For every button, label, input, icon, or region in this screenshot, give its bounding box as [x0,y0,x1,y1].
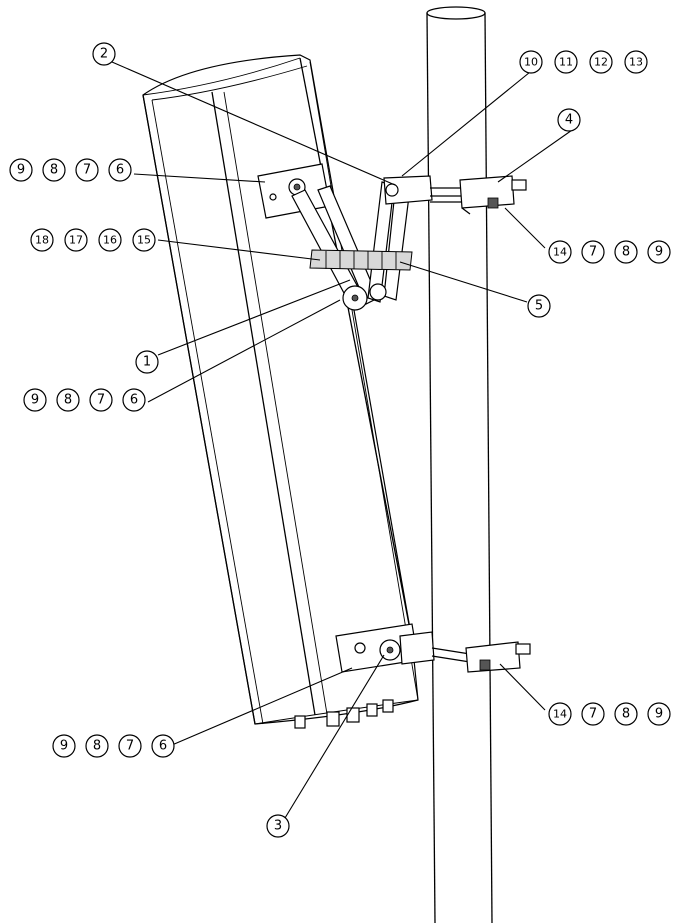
callout-label: 9 [655,707,663,722]
callout-label: 15 [137,234,151,247]
callout-label: 9 [60,739,68,754]
callout-group-right-bottom: 14 7 8 9 [548,702,671,726]
callout-group-left-mid: 18 17 16 15 [30,228,156,252]
antenna-panel [142,54,419,729]
callout-label: 14 [553,246,567,259]
callout-label: 6 [159,739,167,754]
callout-label: 9 [31,393,39,408]
callout-group-10-13: 10 11 12 13 [519,50,648,74]
callout-label: 9 [17,163,25,178]
callout-5: 5 [527,294,551,318]
callout-5-label: 5 [535,299,543,314]
callout-3-label: 3 [274,819,282,834]
callout-12-label: 12 [594,56,608,69]
callout-label: 17 [69,234,83,247]
callout-label: 8 [50,163,58,178]
callout-label: 18 [35,234,49,247]
upper-pole-clamp [383,175,527,215]
callout-label: 7 [589,245,597,260]
callout-13-label: 13 [629,56,643,69]
callout-11-label: 11 [559,56,573,69]
callout-2-label: 2 [100,47,108,62]
callout-group-left-bottom: 9 8 7 6 [52,734,175,758]
callout-label: 6 [116,163,124,178]
lower-antenna-bracket [335,623,435,673]
callout-group-left-low: 9 8 7 6 [23,388,146,412]
leader-lines [111,61,576,819]
callout-1: 1 [135,350,159,374]
callout-label: 7 [83,163,91,178]
callout-1-label: 1 [143,355,151,370]
callout-2: 2 [92,42,116,66]
callout-label: 14 [553,708,567,721]
callout-label: 6 [130,393,138,408]
callout-label: 8 [622,707,630,722]
callout-3: 3 [266,814,290,838]
lower-pole-clamp [431,641,531,673]
callout-10-label: 10 [524,56,538,69]
mounting-pole [426,6,493,923]
callout-4: 4 [557,108,581,132]
callout-label: 8 [64,393,72,408]
callout-group-right-top: 14 7 8 9 [548,240,671,264]
callout-4-label: 4 [565,113,573,128]
callout-label: 9 [655,245,663,260]
callout-label: 7 [97,393,105,408]
tilt-arm-assembly [291,181,413,311]
callout-label: 16 [103,234,117,247]
callout-label: 8 [93,739,101,754]
callout-label: 7 [126,739,134,754]
callout-group-left-top: 9 8 7 6 [9,158,132,182]
callout-label: 7 [589,707,597,722]
callout-label: 8 [622,245,630,260]
